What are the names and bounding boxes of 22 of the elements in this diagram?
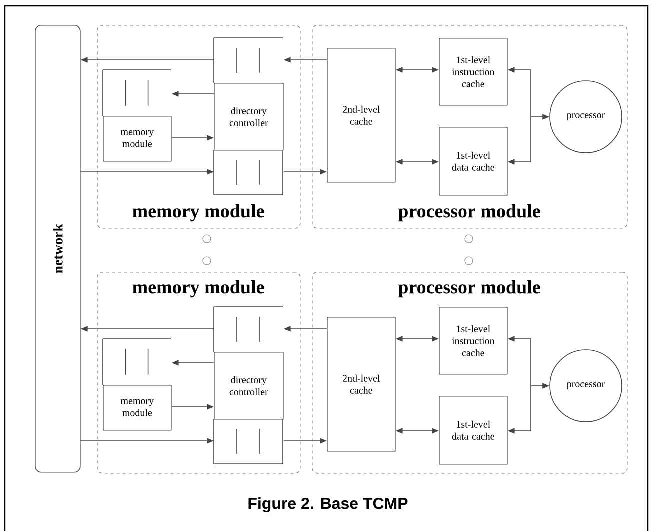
figure-caption: Figure 2. Base TCMP xyxy=(248,498,408,512)
component-box: 2nd-level cache xyxy=(327,48,396,183)
module-heading: memory module xyxy=(132,204,264,222)
queue xyxy=(214,306,284,352)
queue xyxy=(214,150,284,196)
component-box: 1st-level data cache xyxy=(439,396,508,465)
network-bar: network xyxy=(35,25,81,473)
queue xyxy=(214,418,284,464)
component-box: directory controller xyxy=(214,83,284,151)
component-box: memory module xyxy=(103,116,172,162)
component-box: directory controller xyxy=(214,352,284,420)
queue xyxy=(214,38,284,84)
module-heading: processor module xyxy=(398,204,540,222)
component-box: 1st-level instruction cache xyxy=(439,307,508,375)
queue xyxy=(102,338,172,386)
component-box: 1st-level data cache xyxy=(439,127,508,196)
component-box: 2nd-level cache xyxy=(327,317,396,452)
module-heading: processor module xyxy=(398,280,540,298)
component-box: memory module xyxy=(103,385,172,431)
queue xyxy=(102,70,172,116)
component-box: 1st-level instruction cache xyxy=(439,38,508,106)
module-heading: memory module xyxy=(132,280,264,298)
